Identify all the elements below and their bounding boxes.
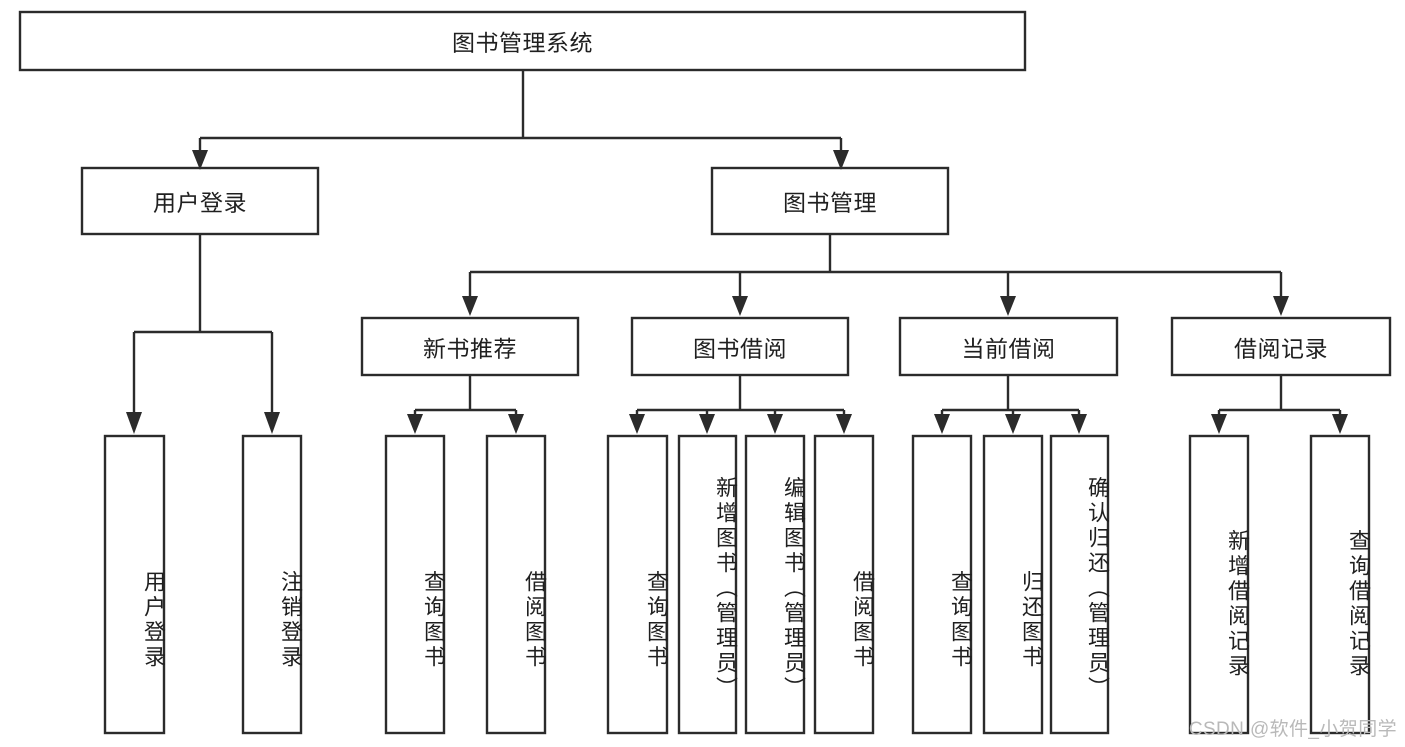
- node-box-user-login[interactable]: [80, 166, 320, 236]
- arrowhead-borrow-record: [1273, 296, 1289, 316]
- node-box-new-book-recommend[interactable]: [360, 316, 580, 377]
- arrowhead-leaf-1: [264, 412, 280, 434]
- connectors: [126, 70, 1348, 434]
- node-box-book-management[interactable]: [710, 166, 950, 236]
- leaf-box-8[interactable]: [911, 434, 973, 735]
- leaf-box-12[interactable]: [1309, 434, 1371, 735]
- leaf-box-7[interactable]: [813, 434, 875, 735]
- leaf-box-2[interactable]: [384, 434, 446, 735]
- arrowhead-leaf-3: [508, 414, 524, 434]
- arrowhead-leaf-12: [1332, 414, 1348, 434]
- leaf-box-0[interactable]: [103, 434, 166, 735]
- leaf-box-5[interactable]: [677, 434, 738, 735]
- arrowhead-leaf-4: [629, 414, 645, 434]
- arrowhead-leaf-6: [767, 414, 783, 434]
- leaf-box-11[interactable]: [1188, 434, 1250, 735]
- node-box-borrow-record[interactable]: [1170, 316, 1392, 377]
- arrowhead-leaf-8: [934, 414, 950, 434]
- arrowhead-leaf-9: [1005, 414, 1021, 434]
- arrowhead-leaf-5: [699, 414, 715, 434]
- arrowhead-leaf-0: [126, 412, 142, 434]
- node-box-current-borrow[interactable]: [898, 316, 1119, 377]
- node-box-root[interactable]: [18, 10, 1027, 72]
- node-boxes: [18, 10, 1392, 735]
- arrowhead-new-book-recommend: [462, 296, 478, 316]
- watermark: CSDN @软件_小贺同学: [1188, 719, 1397, 740]
- arrowhead-book-borrow: [732, 296, 748, 316]
- arrowhead-leaf-10: [1071, 414, 1087, 434]
- arrowhead-current-borrow: [1000, 296, 1016, 316]
- arrowhead-user-login: [192, 150, 208, 170]
- arrowhead-leaf-2: [407, 414, 423, 434]
- leaf-box-9[interactable]: [982, 434, 1044, 735]
- leaf-box-6[interactable]: [744, 434, 806, 735]
- leaf-box-4[interactable]: [606, 434, 669, 735]
- arrowhead-leaf-7: [836, 414, 852, 434]
- arrowhead-book-management: [833, 150, 849, 170]
- arrowhead-leaf-11: [1211, 414, 1227, 434]
- leaf-box-1[interactable]: [241, 434, 303, 735]
- leaf-box-10[interactable]: [1049, 434, 1110, 735]
- leaf-box-3[interactable]: [485, 434, 547, 735]
- node-box-book-borrow[interactable]: [630, 316, 850, 377]
